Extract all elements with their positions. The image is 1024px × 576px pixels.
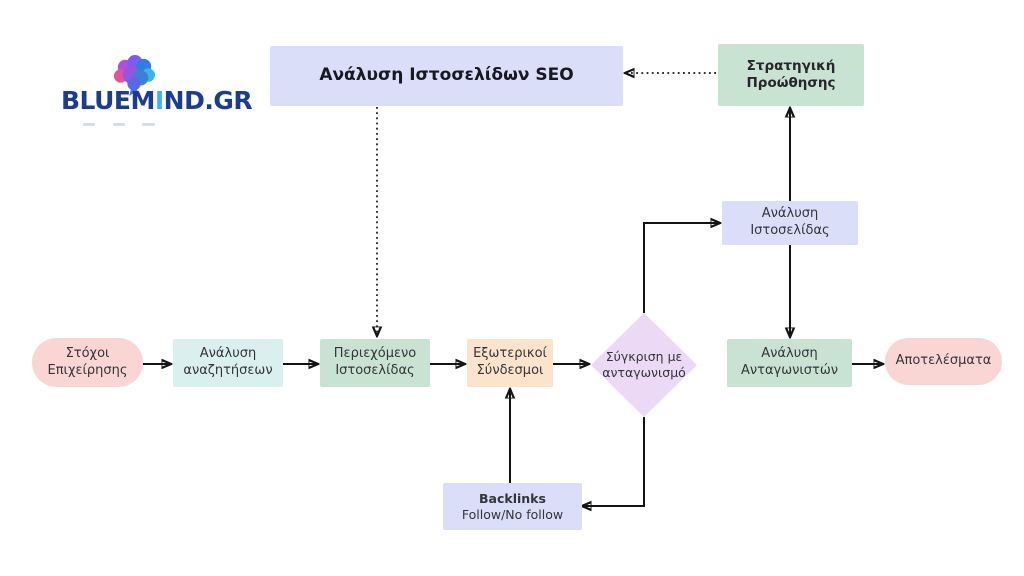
node-business-goals-line2: Επιχείρησης	[47, 362, 128, 378]
node-strategy: Στρατηγική Προώθησης	[718, 44, 864, 106]
node-strategy-line1: Στρατηγική	[746, 57, 836, 74]
node-business-goals: Στόχοι Επιχείρησης	[32, 338, 143, 387]
brand-wordmark-part1: BLUEM	[61, 86, 155, 115]
node-external-links: Εξωτερικοί Σύνδεσμοι	[467, 339, 553, 387]
logo-tagline-mark	[113, 123, 125, 126]
node-search-analysis: Ανάλυση αναζητήσεων	[173, 339, 283, 387]
node-search-analysis-line1: Ανάλυση	[199, 346, 257, 362]
arrow-comparison-to-website	[643, 223, 718, 313]
node-site-content-line2: Ιστοσελίδας	[335, 363, 415, 378]
node-results: Αποτελέσματα	[885, 338, 1002, 385]
node-competitor-analysis: Ανάλυση Ανταγωνιστών	[727, 339, 852, 387]
logo-tagline-mark	[83, 123, 95, 126]
node-backlinks: Backlinks Follow/No follow	[443, 483, 582, 530]
arrow-comparison-to-backlinks	[584, 417, 645, 506]
brand-wordmark: BLUEMIND.GR	[61, 86, 281, 115]
brand-wordmark-part2: ND.GR	[163, 86, 253, 115]
node-competitor-analysis-line1: Ανάλυση	[761, 346, 818, 362]
node-comparison-line1: Σύγκριση με	[605, 349, 683, 364]
node-backlinks-subtitle: Follow/No follow	[461, 506, 564, 522]
brand-wordmark-accent: I	[154, 86, 164, 115]
node-competitor-analysis-line2: Ανταγωνιστών	[740, 363, 838, 378]
node-strategy-line2: Προώθησης	[746, 75, 836, 91]
brain-icon	[113, 55, 155, 97]
node-seo-title: Ανάλυση Ιστοσελίδων SEO	[270, 46, 623, 106]
node-website-analysis: Ανάλυση Ιστοσελίδας	[722, 201, 858, 245]
node-seo-title-label: Ανάλυση Ιστοσελίδων SEO	[319, 65, 574, 86]
node-external-links-line2: Σύνδεσμοι	[476, 363, 544, 378]
node-business-goals-line1: Στόχοι	[65, 345, 110, 361]
node-external-links-line1: Εξωτερικοί	[473, 346, 547, 362]
node-site-content: Περιεχόμενο Ιστοσελίδας	[320, 339, 430, 387]
logo-tagline-mark	[142, 123, 155, 126]
node-website-analysis-label: Ανάλυση Ιστοσελίδας	[750, 206, 830, 238]
node-results-label: Αποτελέσματα	[895, 353, 992, 369]
node-backlinks-title: Backlinks	[479, 490, 546, 506]
node-search-analysis-line2: αναζητήσεων	[183, 363, 273, 378]
node-site-content-line1: Περιεχόμενο	[333, 346, 417, 362]
node-comparison-line2: ανταγωνισμό	[602, 365, 686, 380]
